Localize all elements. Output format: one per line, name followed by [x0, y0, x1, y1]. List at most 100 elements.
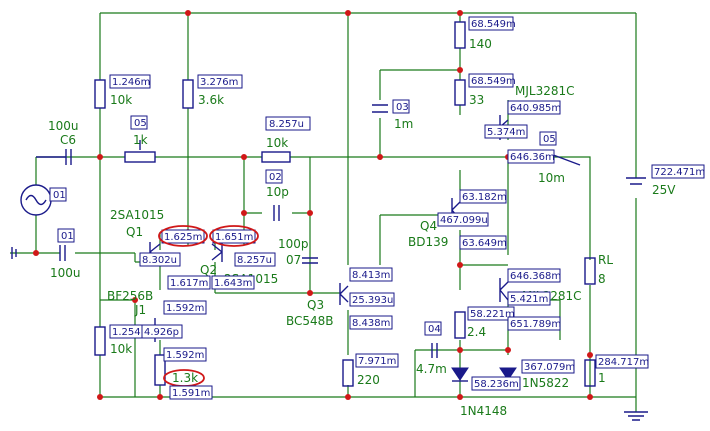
vsrc-probe: 722.471m: [654, 167, 705, 178]
q4-name: Q4: [420, 219, 437, 233]
r13k-value: 1.3k: [172, 371, 198, 385]
junction-dot: [345, 10, 351, 16]
junction-dot: [587, 394, 593, 400]
junction-dot: [457, 262, 463, 268]
junction-dot: [185, 10, 191, 16]
q4-type: BD139: [408, 235, 448, 249]
c1m-value: 1m: [394, 117, 413, 131]
r10k-feedback: 8.257u 10k: [261, 116, 311, 163]
q4-transistor: Q4 BD139: [408, 198, 461, 249]
readout-q3-b: 25.393u: [352, 295, 393, 306]
c6-capacitor: 100u C6: [36, 119, 79, 165]
rout-probe: 05: [543, 134, 556, 145]
r140-value: 140: [469, 37, 492, 51]
readout-qbot-e1: 58.221m: [470, 309, 515, 320]
c100p-probe: 07: [286, 253, 301, 267]
rl-value: 8: [598, 272, 606, 286]
junction-dot: [457, 10, 463, 16]
readout-qbot-b: 5.421m: [510, 294, 548, 305]
junction-dot: [241, 154, 247, 160]
r-left-top-value: 10k: [110, 93, 132, 107]
readout-q4-c: 63.182m: [462, 192, 507, 203]
c47m-probe: 04: [428, 324, 441, 335]
q3-type: BC548B: [286, 314, 334, 328]
diode-1n4148: 1N4148: [451, 367, 507, 418]
junction-dot: [457, 394, 463, 400]
qtop-type: MJL3281C: [515, 84, 575, 98]
readout-qtop-c: 5.374m: [487, 127, 525, 138]
junction-dot: [457, 67, 463, 73]
r33-probe: 68.549m: [471, 76, 516, 87]
readout-q2-c: 8.257u: [237, 255, 272, 266]
r1-probe: 284.717m: [598, 357, 649, 368]
junction-dot: [33, 250, 39, 256]
readout-q1-e: 1.625m: [164, 232, 202, 243]
r1-value: 1: [598, 371, 606, 385]
junction-dot: [97, 154, 103, 160]
r36k-probe: 3.276m: [200, 77, 238, 88]
r36k-value: 3.6k: [198, 93, 224, 107]
readout-qtop-b: 640.985m: [510, 103, 561, 114]
p1k-value: 1k: [133, 133, 148, 147]
j1-name: J1: [134, 303, 146, 317]
cin-value: 100u: [50, 266, 81, 280]
r-left-bottom: 1.254 10k: [94, 324, 145, 356]
r220-probe: 7.971m: [358, 356, 396, 367]
r-left-top: 1.246m 10k: [94, 74, 151, 109]
readout-q2-e: 1.651m: [215, 232, 253, 243]
r-left-bot-value: 10k: [110, 342, 132, 356]
r220-value: 220: [357, 373, 380, 387]
voltage-source: 722.471m 25V: [626, 164, 705, 197]
q3-transistor: Q3 BC548B: [286, 283, 349, 328]
gen-probe: 01: [53, 190, 66, 201]
d4148-type: 1N4148: [460, 404, 507, 418]
readout-q4-e: 63.649m: [462, 238, 507, 249]
c-100p: 100p 07: [278, 237, 318, 267]
readouts: 1.625m 1.651m 8.302u 8.257u 1.617m 1.643…: [139, 100, 575, 400]
input-capacitor: 01 100u: [11, 228, 81, 280]
readout-j1-s: 1.592m: [166, 350, 204, 361]
cin-probe: 01: [61, 231, 74, 242]
readout-q1-c: 8.302u: [142, 255, 177, 266]
readout-qbot-c: 646.368m: [510, 271, 561, 282]
pot-1k: 05 1k: [124, 115, 156, 163]
r-1: 284.717m 1: [584, 354, 649, 387]
r140-probe: 68.549m: [471, 19, 516, 30]
junction-dot: [241, 210, 247, 216]
junction-dot: [345, 394, 351, 400]
r-220: 7.971m 220: [342, 353, 399, 387]
c1m-probe: 03: [396, 102, 409, 113]
r10k-fb-value: 10k: [266, 136, 288, 150]
readout-q2-b: 1.643m: [214, 278, 252, 289]
junction-dot: [377, 154, 383, 160]
r-33: 68.549m 33: [454, 73, 516, 107]
d5822-type: 1N5822: [522, 376, 569, 390]
r-left-top-probe: 1.246m: [112, 77, 150, 88]
rl-name: RL: [598, 253, 613, 267]
junction-dot: [457, 347, 463, 353]
q3-name: Q3: [307, 298, 324, 312]
readout-qbot-e2: 651.789m: [510, 319, 561, 330]
r-140: 68.549m 140: [454, 16, 516, 51]
junction-dot: [132, 297, 138, 303]
readout-d5822: 367.079m: [524, 362, 575, 373]
junctions: [33, 10, 593, 400]
c6-value: 100u: [48, 119, 79, 133]
readout-q3-e: 8.438m: [352, 318, 390, 329]
r-left-bot-probe: 1.254: [112, 327, 141, 338]
c100p-value: 100p: [278, 237, 309, 251]
r-load: RL 8: [584, 253, 613, 286]
wires: [10, 12, 637, 412]
readout-j1-g: 4.926p: [144, 327, 179, 338]
q1-name: Q1: [126, 225, 143, 239]
readout-q1-b: 1.617m: [170, 278, 208, 289]
readout-q4-b: 467.099u: [440, 215, 488, 226]
c-10p: 02 10p: [265, 169, 289, 221]
junction-dot: [307, 290, 313, 296]
p1k-probe: 05: [134, 118, 147, 129]
c10p-probe: 02: [269, 172, 282, 183]
q1-type: 2SA1015: [110, 208, 164, 222]
c10p-value: 10p: [266, 185, 289, 199]
